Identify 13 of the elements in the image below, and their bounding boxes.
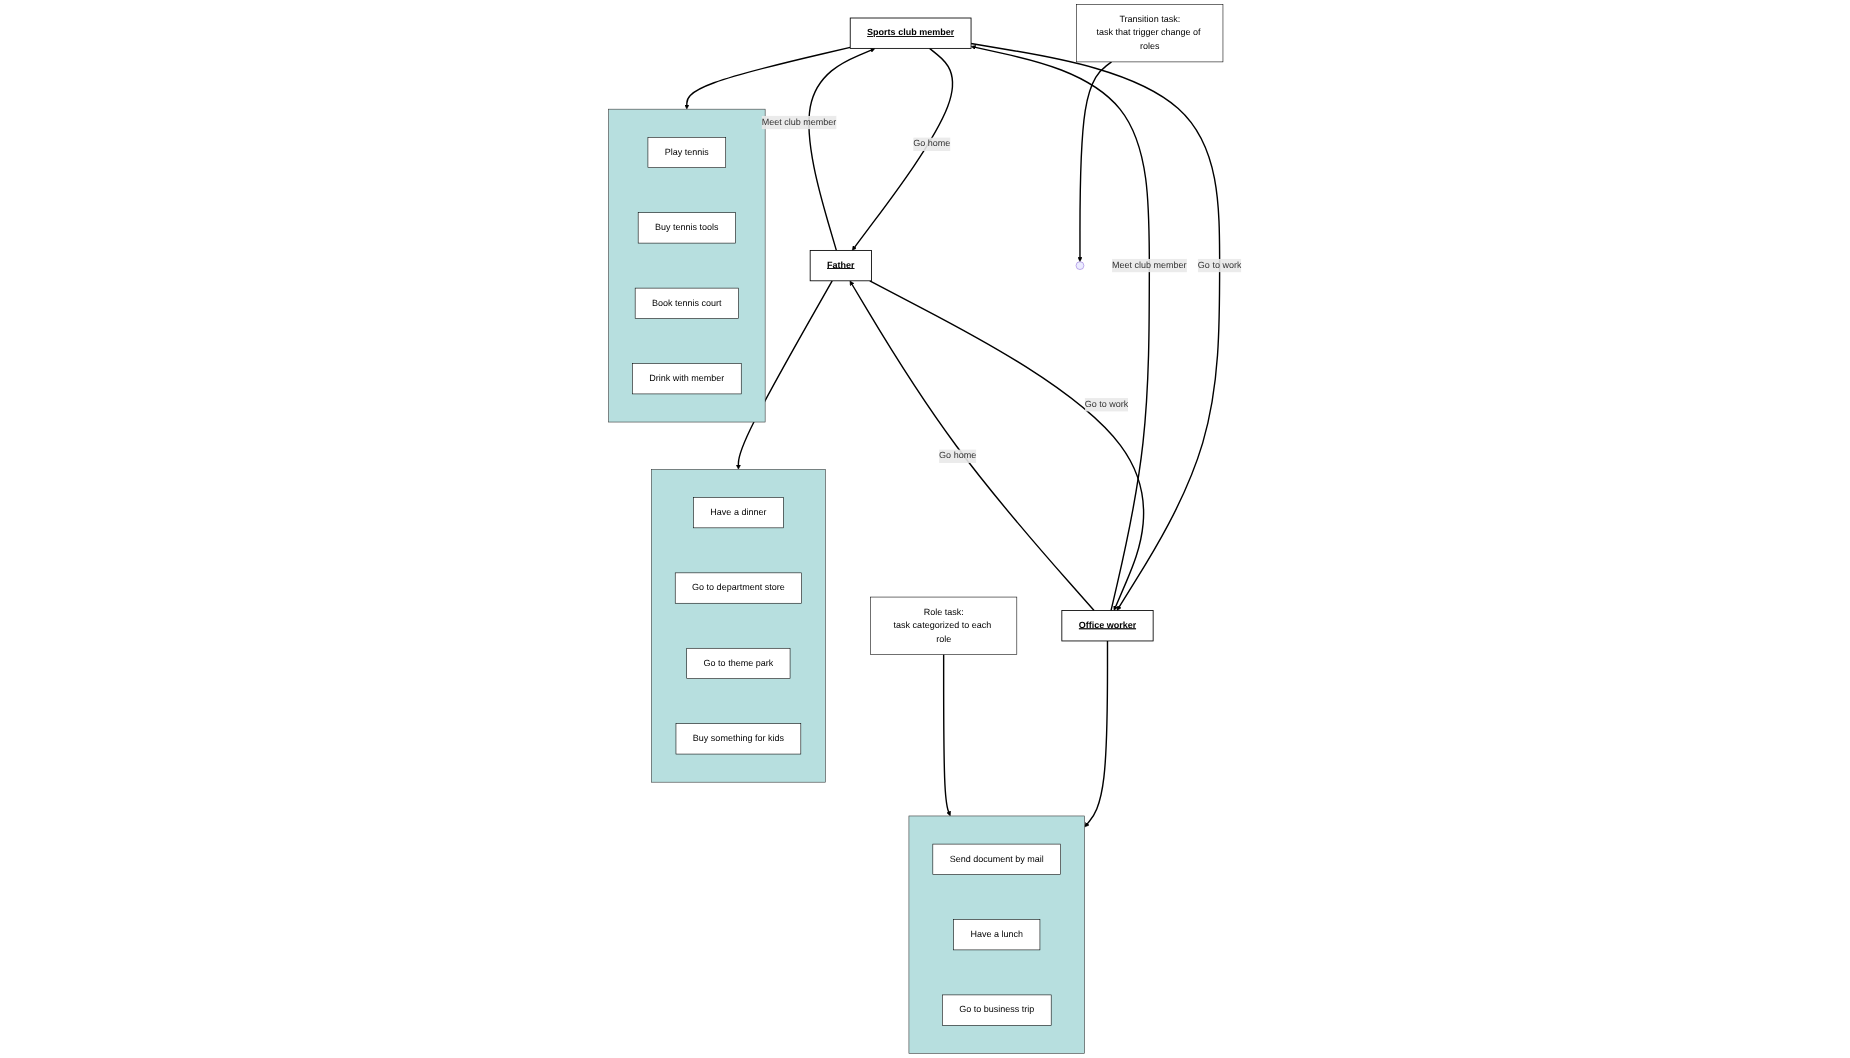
arrow	[970, 45, 1151, 612]
cluster	[651, 469, 826, 783]
arrow	[869, 280, 1145, 611]
arrow	[1077, 61, 1113, 262]
arrow	[852, 47, 954, 251]
cluster	[608, 108, 766, 423]
arrow	[1084, 640, 1109, 828]
cluster	[908, 815, 1085, 1054]
arrow	[970, 42, 1221, 611]
arrow	[943, 653, 951, 817]
arrow	[849, 280, 1095, 612]
arrow	[808, 47, 876, 252]
arrow	[684, 46, 851, 110]
